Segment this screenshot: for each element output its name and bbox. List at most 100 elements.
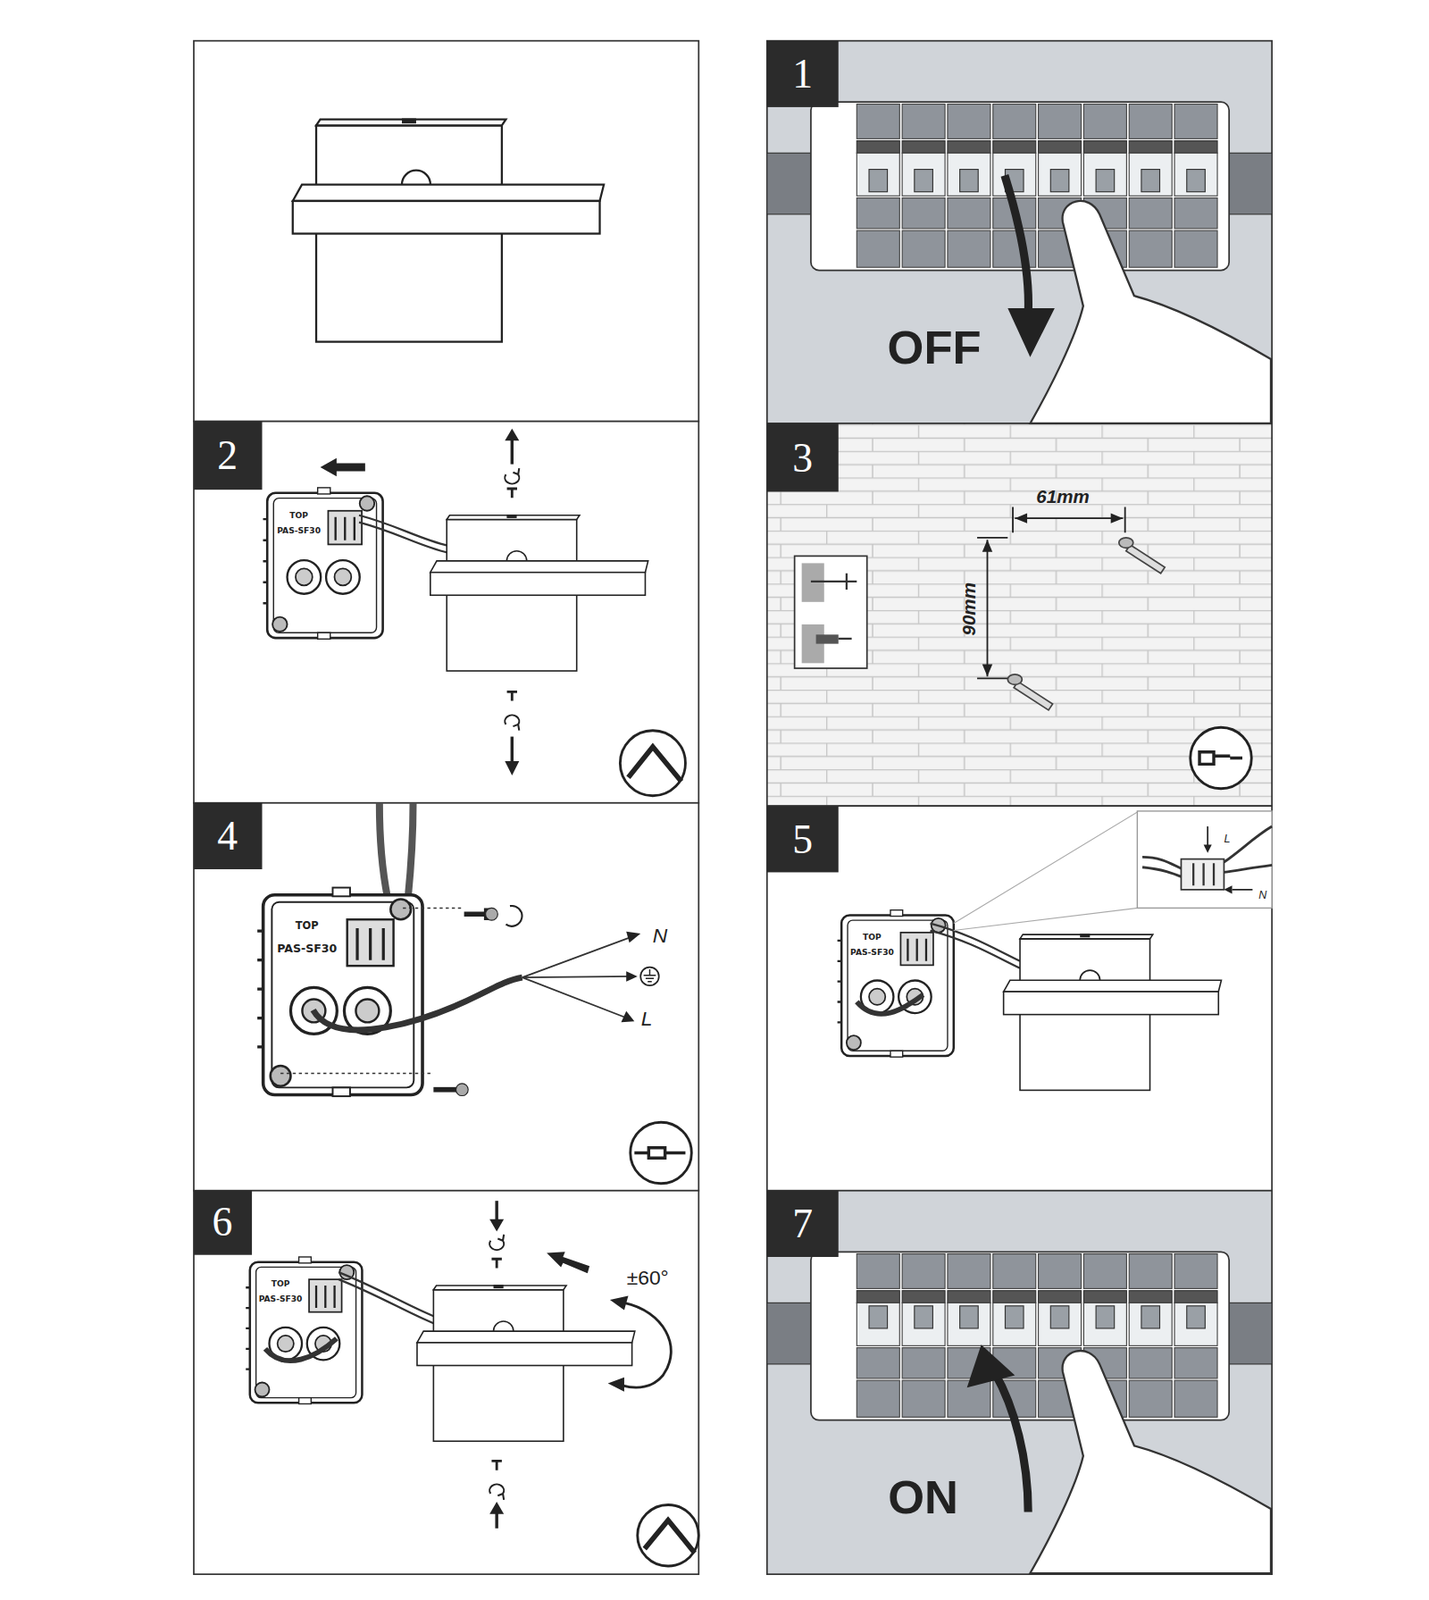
drawing-part: [193, 802, 263, 870]
drawing-part: [767, 805, 839, 872]
drawing-part: [1004, 1305, 1024, 1329]
drawing-part: [1126, 544, 1165, 574]
drawing-part: [1174, 1290, 1218, 1304]
drawing-part: [1190, 727, 1253, 789]
drawing-part: [489, 1484, 504, 1500]
drawing-part: [947, 230, 991, 268]
drawing-part: [430, 515, 649, 671]
box-marking: TOP: [295, 920, 319, 931]
drawing-part: [967, 1344, 1016, 1388]
drawing-part: [643, 969, 657, 982]
drawing-part: [1174, 103, 1218, 139]
drawing-part: [1038, 1302, 1082, 1346]
drawing-part: [947, 198, 991, 229]
drawing-part: [856, 1302, 900, 1346]
drawing-part: [856, 994, 923, 1014]
wire-label: L: [641, 1007, 653, 1028]
drawing-part: [838, 637, 853, 640]
drawing-part: [977, 537, 1008, 679]
box-marking: PAS-SF30: [850, 948, 895, 957]
drawing-part: [402, 907, 465, 909]
drawing-part: [767, 805, 1272, 1191]
drawing-part: [902, 198, 945, 229]
drawing-part: [767, 152, 817, 215]
drawing-part: [993, 1290, 1037, 1304]
drawing-part: [947, 1253, 991, 1289]
drawing-part: [767, 1190, 839, 1257]
drawing-part: [1007, 308, 1055, 358]
drawing-part: [1128, 1347, 1172, 1379]
drawing-part: [1050, 169, 1070, 193]
drawing-part: [1199, 752, 1243, 765]
drawing-part: [265, 1337, 337, 1361]
drawing-part: [902, 1253, 945, 1289]
drawing-part: [930, 923, 1020, 962]
drawing-part: [1193, 862, 1214, 886]
drawing-part: [982, 663, 993, 677]
box-marking: PAS-SF30: [259, 1295, 303, 1304]
drawing-part: [1174, 1379, 1218, 1417]
drawing-part: [1128, 1302, 1172, 1346]
drawing-part: [914, 1305, 934, 1329]
box-marking: PAS-SF30: [276, 943, 337, 955]
drawing-part: [947, 1290, 991, 1304]
drawing-part: [1174, 1253, 1218, 1289]
drawing-part: [634, 1147, 686, 1158]
drawing-part: [1174, 152, 1218, 196]
wire-label: N: [652, 925, 669, 946]
box-marking: TOP: [862, 933, 882, 942]
drawing-part: [993, 1253, 1037, 1289]
drawing-part: [767, 1251, 1272, 1573]
drawing-part: [993, 152, 1037, 196]
drawing-part: [626, 931, 641, 944]
drawing-part: [960, 1305, 979, 1329]
drawing-part: [622, 1302, 672, 1388]
drawing-part: [902, 1302, 945, 1346]
drawing-part: [1038, 1290, 1082, 1304]
drawing-part: [960, 169, 979, 193]
drawing-part: [619, 730, 686, 796]
box-marking: TOP: [289, 511, 309, 520]
drawing-part: [1141, 169, 1161, 193]
drawing-part: [947, 141, 991, 154]
drawing-part: [489, 1501, 504, 1514]
dimension: 90mm: [960, 582, 979, 636]
drawing-part: [902, 141, 945, 154]
drawing-part: [1128, 152, 1172, 196]
drawing-part: [644, 1520, 695, 1554]
drawing-part: [1128, 230, 1172, 268]
drawing-part: [320, 458, 366, 477]
drawing-part: [610, 1295, 629, 1310]
drawing-part: [856, 1379, 900, 1417]
drawing-part: [485, 907, 499, 920]
drawing-part: [856, 1347, 900, 1379]
drawing-part: [1029, 200, 1271, 424]
box-marking: PAS-SF30: [276, 526, 321, 535]
drawing-part: [947, 1302, 991, 1346]
drawing-part: [902, 103, 945, 139]
drawing-part: [767, 423, 1272, 806]
drawing-part: [193, 421, 699, 803]
drawing-part: [464, 907, 487, 920]
drawing-part: [1223, 885, 1232, 894]
drawing-part: [193, 41, 839, 1257]
drawing-part: [505, 905, 522, 927]
drawing-part: [993, 103, 1037, 139]
drawing-part: [626, 970, 638, 981]
drawing-part: [947, 152, 991, 196]
drawing-part: [953, 811, 1138, 930]
drawing-part: [856, 198, 900, 229]
drawing-part: [1174, 198, 1218, 229]
drawing-part: [902, 230, 945, 268]
panel-number: 3: [792, 437, 813, 479]
drawing-part: [1083, 1253, 1127, 1289]
drawing-part: [1228, 152, 1272, 215]
drawing-part: [856, 141, 900, 154]
drawing-part: [359, 515, 449, 546]
drawing-part: [489, 1219, 504, 1232]
drawing-part: [1186, 169, 1206, 193]
drawing-part: [455, 1083, 468, 1096]
wire-label: N: [1258, 888, 1267, 901]
drawing-part: [1038, 152, 1082, 196]
